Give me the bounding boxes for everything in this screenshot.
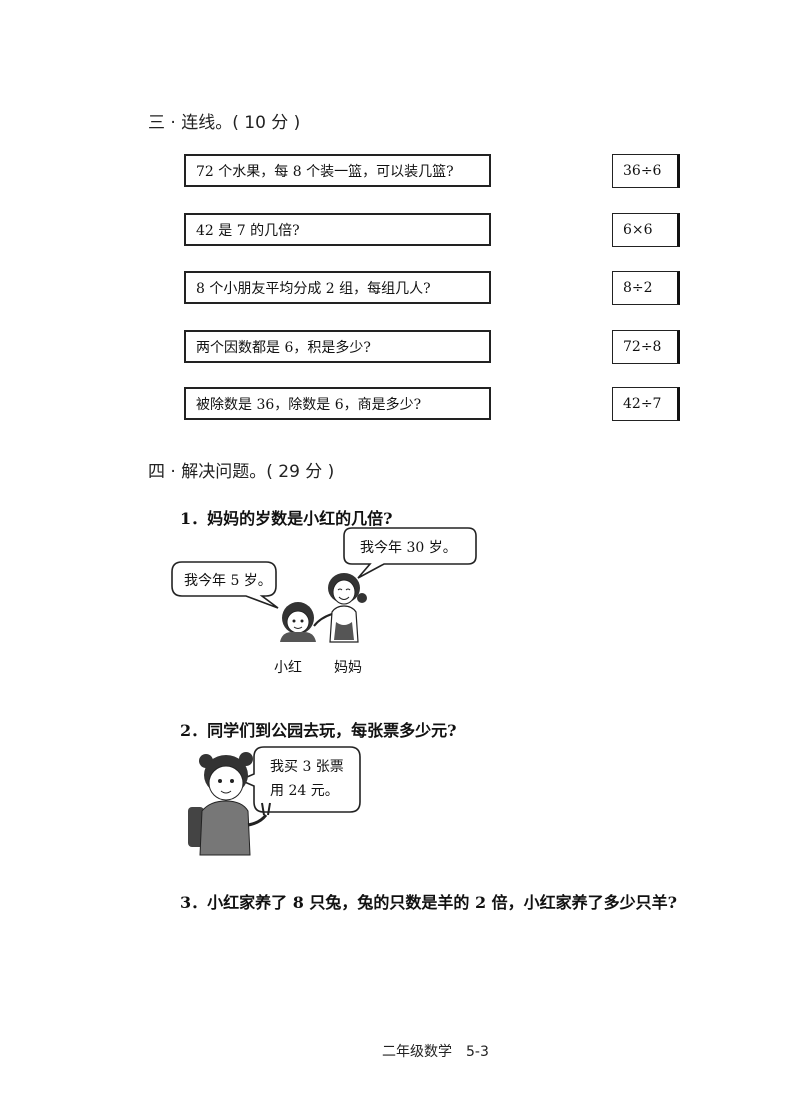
xiaohong-illustration xyxy=(280,602,316,642)
problem-2-text: 2．同学们到公园去玩，每张票多少元? xyxy=(180,721,457,740)
problem-1-text: 1．妈妈的岁数是小红的几倍? xyxy=(180,509,393,528)
page-footer: 二年级数学 5-3 xyxy=(382,1044,489,1060)
answer-box-3: 8÷2 xyxy=(612,271,680,305)
answer-box-4: 72÷8 xyxy=(612,330,680,364)
student-girl-illustration xyxy=(188,752,271,856)
section4-heading: 四 · 解决问题。( 29 分 ) xyxy=(148,462,335,482)
question-box-5: 被除数是 36，除数是 6，商是多少? xyxy=(184,387,491,420)
answer-box-5: 42÷7 xyxy=(612,387,680,421)
problem-3-text: 3．小红家养了 8 只兔，兔的只数是羊的 2 倍，小红家养了多少只羊? xyxy=(180,893,678,912)
mom-bubble-text: 我今年 30 岁。 xyxy=(360,540,457,556)
girl-bubble-text: 我今年 5 岁。 xyxy=(184,573,272,589)
ticket-bubble-line1: 我买 3 张票 xyxy=(270,759,344,775)
answer-box-1: 36÷6 xyxy=(612,154,680,188)
xiaohong-label: 小红 xyxy=(274,660,302,676)
question-box-4: 两个因数都是 6，积是多少? xyxy=(184,330,491,363)
answer-box-2: 6×6 xyxy=(612,213,680,247)
mom-label: 妈妈 xyxy=(334,660,362,676)
question-box-2: 42 是 7 的几倍? xyxy=(184,213,491,246)
section3-heading: 三 · 连线。( 10 分 ) xyxy=(148,113,301,133)
question-box-1: 72 个水果，每 8 个装一篮，可以装几篮? xyxy=(184,154,491,187)
mom-illustration xyxy=(313,573,367,643)
question-box-3: 8 个小朋友平均分成 2 组，每组几人? xyxy=(184,271,491,304)
ticket-bubble-line2: 用 24 元。 xyxy=(270,783,339,799)
